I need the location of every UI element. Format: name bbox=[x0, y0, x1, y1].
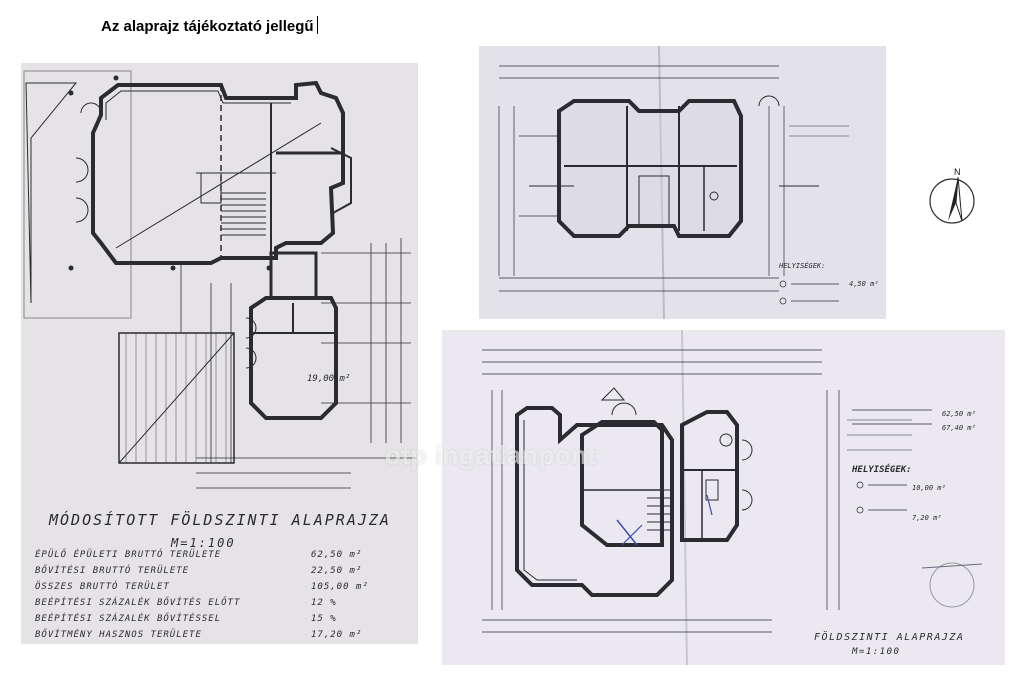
floor-plan-scan-top-right: HELYISÉGEK: 4,50 m² bbox=[479, 46, 886, 319]
br-plan-scale: M=1:100 bbox=[851, 647, 900, 657]
compass-north-label: N bbox=[954, 167, 961, 177]
plan-left-row-6-label: BŐVÍTMÉNY HASZNOS TERÜLETE bbox=[35, 628, 202, 640]
plan-left-title: MÓDOSÍTOTT FÖLDSZINTI ALAPRAJZA bbox=[48, 510, 391, 529]
plan-left-row-6-value: 17,20 m² bbox=[311, 630, 362, 640]
caption-text: Az alaprajz tájékoztató jellegű bbox=[101, 18, 314, 35]
tr-legend-area: 4,50 m² bbox=[849, 280, 879, 288]
br-area-4: 7,20 m² bbox=[912, 514, 942, 522]
plan-left-row-5-value: 15 % bbox=[311, 614, 337, 624]
plan-left-row-2-label: BŐVÍTÉSI BRUTTÓ TERÜLETE bbox=[35, 564, 189, 576]
br-area-3: 10,00 m² bbox=[912, 484, 946, 492]
watermark-logo: otp ingatlanpont bbox=[385, 440, 597, 470]
tr-legend-title: HELYISÉGEK: bbox=[778, 261, 825, 270]
compass-icon: N bbox=[929, 167, 975, 224]
plan-left-scale: M=1:100 bbox=[170, 536, 236, 550]
plan-left-row-3-label: ÖSSZES BRUTTÓ TERÜLET bbox=[35, 580, 170, 592]
floor-plan-scan-left: 19,00 m² MÓDOSÍTOTT FÖLDSZINTI ALAPRAJZA… bbox=[21, 63, 418, 644]
br-legend-title: HELYISÉGEK: bbox=[851, 463, 912, 475]
br-area-1: 62,50 m² bbox=[942, 410, 976, 418]
plan-left-row-4-value: 12 % bbox=[311, 598, 337, 608]
floor-plan-scan-bottom-right: 62,50 m² 67,40 m² HELYISÉGEK: 10,00 m² 7… bbox=[442, 330, 1005, 665]
text-cursor bbox=[316, 16, 318, 34]
floor-plan-top-right-drawing: HELYISÉGEK: 4,50 m² bbox=[498, 46, 879, 319]
floor-plan-bottom-right-drawing: 62,50 m² 67,40 m² HELYISÉGEK: 10,00 m² 7… bbox=[482, 330, 983, 665]
br-area-2: 67,40 m² bbox=[942, 424, 976, 432]
plan-left-row-4-label: BEÉPÍTÉSI SZÁZALÉK BŐVÍTÉS ELŐTT bbox=[35, 596, 240, 608]
extension-room-area: 19,00 m² bbox=[307, 374, 350, 384]
page-caption: Az alaprajz tájékoztató jellegű bbox=[101, 16, 318, 35]
plan-left-row-5-label: BEÉPÍTÉSI SZÁZALÉK BŐVÍTÉSSEL bbox=[35, 612, 221, 624]
plan-left-row-3-value: 105,00 m² bbox=[311, 582, 369, 592]
plan-left-row-2-value: 22,50 m² bbox=[311, 566, 362, 576]
br-plan-title: FÖLDSZINTI ALAPRAJZA bbox=[814, 630, 964, 643]
plan-left-row-1-value: 62,50 m² bbox=[311, 550, 362, 560]
floor-plan-left-drawing: 19,00 m² MÓDOSÍTOTT FÖLDSZINTI ALAPRAJZA… bbox=[23, 70, 416, 640]
plan-left-row-1-label: ÉPÜLŐ ÉPÜLETI BRUTTÓ TERÜLETE bbox=[35, 548, 221, 560]
